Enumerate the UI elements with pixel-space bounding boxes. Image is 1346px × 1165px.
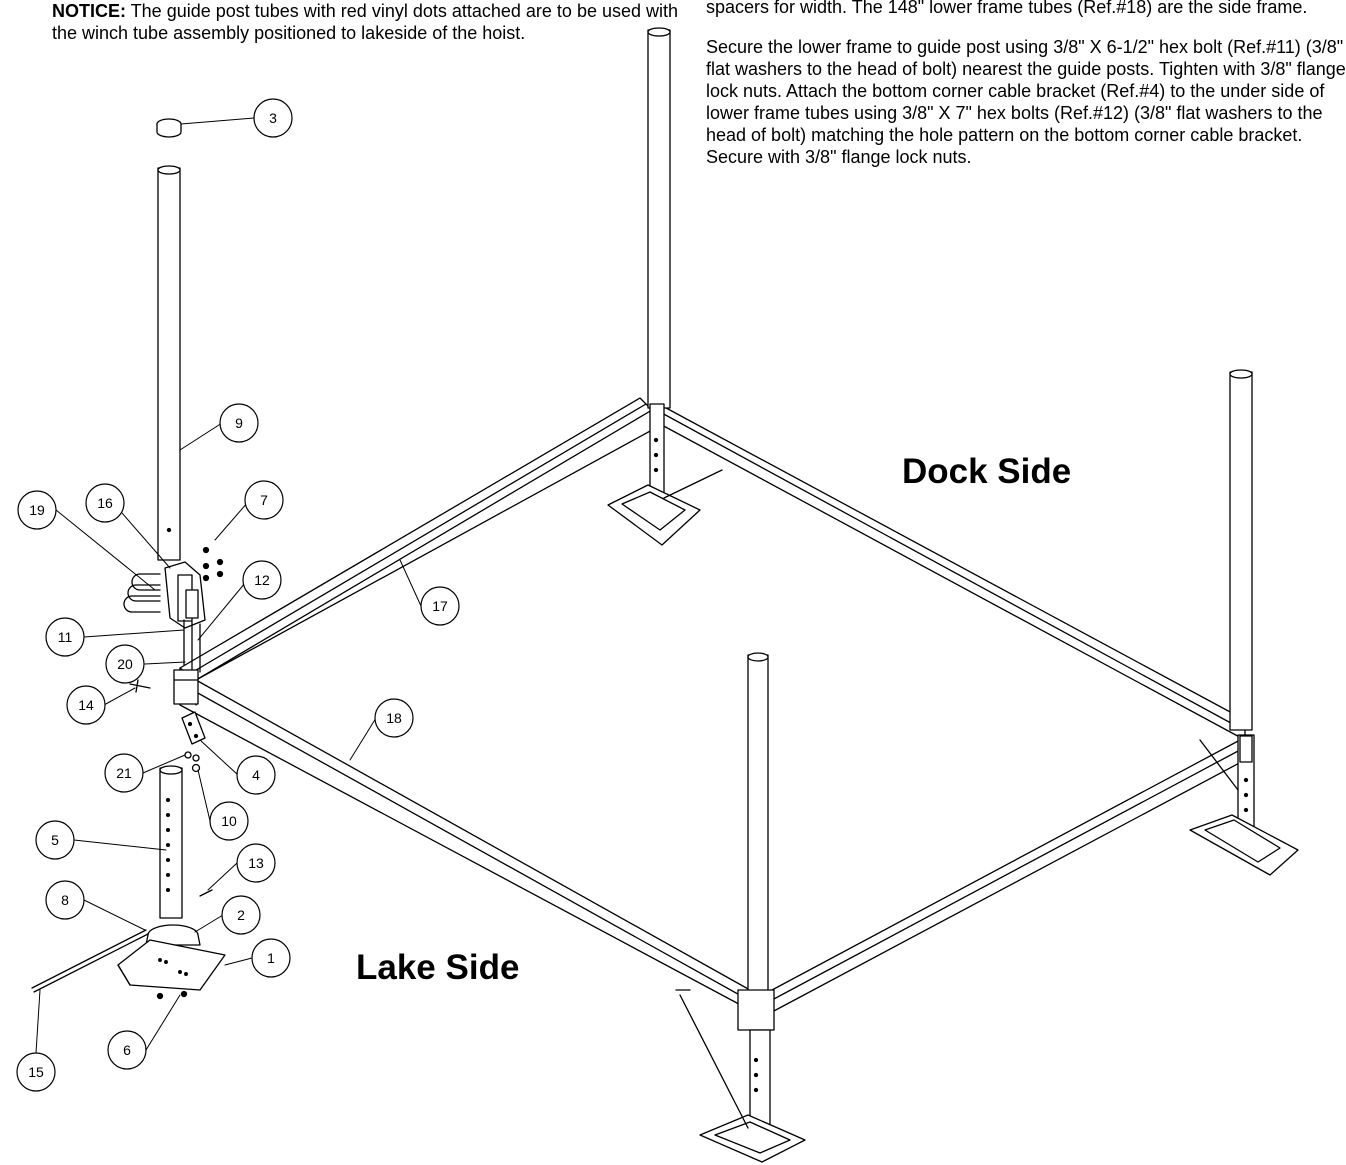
guide-post-front: [675, 652, 806, 1163]
nuts: [202, 546, 224, 582]
callout-7: 7: [260, 492, 268, 508]
leg-pin: [199, 889, 213, 897]
notice-text: NOTICE: The guide post tubes with red vi…: [52, 0, 682, 44]
callout-10: 10: [221, 813, 237, 829]
notice-label: NOTICE:: [52, 1, 126, 21]
lake-side-label: Lake Side: [356, 948, 520, 987]
callout-14: 14: [78, 697, 94, 713]
notice-body: The guide post tubes with red vinyl dots…: [52, 1, 679, 43]
washers: [184, 751, 201, 773]
callout-4: 4: [252, 767, 260, 783]
pad-bolts: [156, 990, 188, 1000]
guide-post-right: [1189, 369, 1299, 876]
callout-12: 12: [254, 572, 270, 588]
callout-11: 11: [58, 629, 73, 645]
guide-post-tube: [157, 165, 181, 561]
callout-16: 16: [97, 495, 113, 511]
callout-circles: [16, 98, 460, 1092]
callout-9: 9: [235, 415, 243, 431]
callout-8: 8: [61, 892, 69, 908]
callout-1: 1: [267, 950, 275, 966]
corner-cable-bracket: [181, 711, 206, 745]
callout-21: 21: [116, 765, 132, 781]
guide-post-rear: [607, 27, 723, 546]
callout-18: 18: [386, 710, 402, 726]
dock-side-label: Dock Side: [902, 452, 1072, 491]
saddle-bracket: [145, 924, 201, 946]
callout-3: 3: [269, 110, 277, 126]
callout-13: 13: [248, 855, 264, 871]
pin: [129, 679, 151, 693]
u-bolts: [123, 573, 161, 613]
hex-bolts: [183, 619, 201, 673]
instructions-para-2: Secure the lower frame to guide post usi…: [706, 37, 1346, 167]
instructions: spacers for width. The 148" lower frame …: [706, 0, 1346, 186]
frame-corner-block: [173, 669, 199, 705]
winch-bracket: [164, 561, 206, 629]
callout-5: 5: [51, 832, 59, 848]
callout-19: 19: [29, 502, 45, 518]
leg-tube: [159, 765, 183, 919]
rods: [31, 929, 149, 993]
instructions-para-1: spacers for width. The 148" lower frame …: [706, 0, 1308, 17]
frame-rail-front-right: [771, 739, 1246, 1013]
callout-6: 6: [123, 1042, 131, 1058]
callout-2: 2: [237, 907, 245, 923]
callout-15: 15: [28, 1064, 44, 1080]
callout-17: 17: [432, 598, 448, 614]
hoist-assembly-diagram: 3 9 19 16 7 12 17 11 20 14 18 21 4 10 5 …: [16, 27, 1299, 1163]
leader-lines: [35, 117, 422, 1054]
foot-pad: [117, 939, 226, 991]
post-cap: [156, 118, 182, 138]
callout-20: 20: [117, 656, 133, 672]
frame-rail-back-left: [179, 397, 653, 691]
